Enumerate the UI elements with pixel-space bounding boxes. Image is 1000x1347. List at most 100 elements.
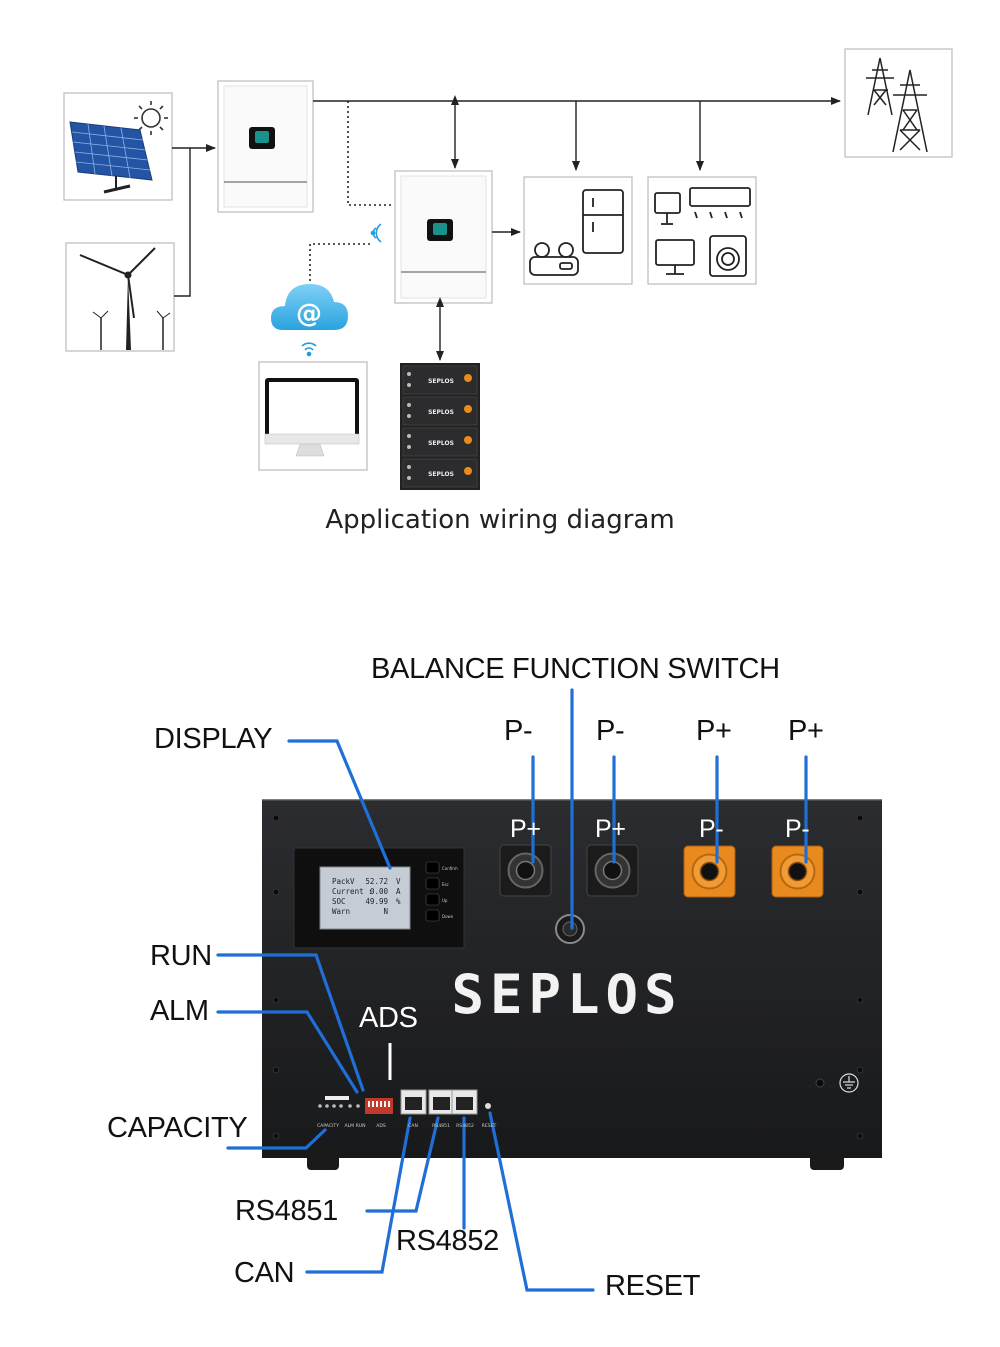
lcd-button-label: Esc	[442, 882, 449, 887]
lcd-row-unit: A	[396, 887, 401, 896]
lcd-row-key: Current :	[332, 887, 373, 896]
fridge-icon	[582, 189, 624, 254]
lcd-button-label: Confirm	[442, 866, 458, 871]
ground-icon	[839, 1073, 859, 1093]
solar-panel-box	[63, 92, 173, 201]
lcd-row-key: Warn	[332, 907, 350, 916]
terminal-1	[499, 844, 552, 897]
battery-module-brand: SEPLOS	[428, 409, 454, 416]
battery-module: SEPLOS	[402, 396, 478, 426]
inverter-1-box	[217, 80, 314, 213]
battery-module: SEPLOS	[402, 458, 478, 488]
diagram-caption: Application wiring diagram	[325, 505, 675, 535]
foot-left	[307, 1150, 339, 1170]
label-terminal-top-2: P-	[596, 715, 625, 747]
lamp-icon	[654, 192, 681, 225]
inverter-2-box	[394, 170, 493, 304]
leader-alm	[216, 1010, 359, 1094]
leader-display	[287, 739, 392, 870]
lcd-button-label: Down	[442, 914, 454, 919]
port-label: ADS	[376, 1123, 386, 1129]
air-conditioner-icon	[689, 187, 751, 219]
lcd-row-unit: %	[396, 897, 401, 906]
cloud-dotted-link	[309, 243, 370, 283]
label-terminal-panel-3: P-	[699, 815, 724, 843]
leader-lines	[216, 688, 808, 1292]
computer-box	[258, 361, 368, 471]
battery-panel	[262, 799, 882, 1170]
rs4852-port	[451, 1089, 478, 1115]
battery-stack: SEPLOS SEPLOS SEPLOS SEPLOS	[400, 363, 480, 490]
wind-turbine-icon	[79, 247, 171, 350]
lcd-row-unit: V	[396, 877, 401, 886]
lcd-row-value: 0.00	[370, 887, 389, 896]
leader-rs4851	[365, 1116, 440, 1213]
lcd-row-value: N	[383, 907, 388, 916]
label-can: CAN	[234, 1257, 295, 1289]
label-capacity: CAPACITY	[107, 1112, 248, 1144]
foot-right	[810, 1150, 844, 1170]
balance-switch	[555, 914, 585, 944]
port-strip	[318, 1089, 491, 1115]
reset-button	[485, 1103, 491, 1109]
label-terminal-panel-4: P-	[785, 815, 810, 843]
label-terminal-top-3: P+	[696, 715, 732, 747]
svg-text:@: @	[296, 299, 322, 329]
leader-can	[305, 1116, 412, 1274]
lcd-row-value: 49.99	[365, 897, 388, 906]
label-reset: RESET	[605, 1270, 701, 1302]
tv-icon	[655, 239, 695, 275]
rs4851-port	[428, 1089, 455, 1115]
wifi-icon	[370, 223, 382, 243]
label-terminal-top-1: P-	[504, 715, 533, 747]
leader-capacity	[226, 1128, 327, 1150]
battery-module-brand: SEPLOS	[428, 471, 454, 478]
port-label: RS4852	[456, 1123, 474, 1129]
brand-logo: SEPLOS	[451, 963, 682, 1026]
label-terminal-panel-2: P+	[595, 815, 626, 843]
port-label: ALM RUN	[344, 1123, 365, 1129]
stove-icon	[529, 242, 579, 276]
label-terminal-top-4: P+	[788, 715, 824, 747]
label-balance-switch: BALANCE FUNCTION SWITCH	[371, 653, 780, 685]
transmission-tower-icon	[866, 57, 928, 153]
label-run: RUN	[150, 940, 212, 972]
battery-module: SEPLOS	[402, 427, 478, 457]
battery-module-brand: SEPLOS	[428, 440, 454, 447]
port-label: RESET	[482, 1123, 497, 1129]
display-module	[293, 847, 465, 949]
terminal-3	[683, 845, 736, 898]
label-rs4852: RS4852	[396, 1225, 499, 1257]
power-grid-box	[844, 48, 953, 158]
lcd-screen	[319, 866, 411, 930]
household-loads-box-2	[647, 176, 757, 285]
lcd-buttons	[425, 861, 440, 922]
terminal-4	[771, 845, 824, 898]
leader-reset	[488, 1111, 595, 1292]
port-label: CAN	[408, 1123, 418, 1129]
battery-module-brand: SEPLOS	[428, 378, 454, 385]
comm-dotted-link	[347, 101, 392, 206]
input-wiring	[172, 144, 216, 297]
port-label: RS4851	[432, 1123, 450, 1129]
washing-machine-icon	[709, 235, 747, 277]
terminal-2	[586, 844, 639, 897]
solar-panel-icon	[69, 121, 153, 194]
household-loads-box-1	[523, 176, 633, 285]
label-display: DISPLAY	[154, 723, 273, 755]
battery-module: SEPLOS	[402, 365, 478, 395]
lcd-button-label: Up	[442, 898, 448, 903]
main-bus	[313, 95, 841, 171]
lcd-row-value: 52.72	[365, 877, 388, 886]
wifi-down-icon	[301, 342, 317, 357]
label-ads: ADS	[359, 1002, 418, 1034]
can-port	[400, 1089, 427, 1115]
wind-turbine-box	[65, 242, 175, 352]
port-label: CAPACITY	[317, 1123, 339, 1129]
lcd-row-key: SOC	[332, 897, 346, 906]
cloud-icon: @	[271, 284, 348, 330]
leader-run	[216, 953, 365, 1092]
label-rs4851: RS4851	[235, 1195, 338, 1227]
